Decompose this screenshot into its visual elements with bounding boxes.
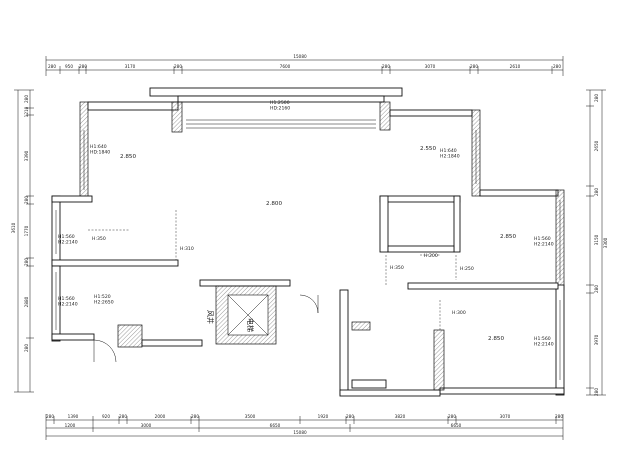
top-dim: 280 bbox=[470, 64, 478, 69]
top-dim: 280 bbox=[382, 64, 390, 69]
door-height-label: H:310 bbox=[180, 246, 194, 252]
level-mark: 2.550 bbox=[420, 146, 436, 152]
door-height-label: H:350 bbox=[92, 236, 106, 242]
bottom-dim: 3070 bbox=[500, 414, 511, 419]
bottom-dim: 3820 bbox=[395, 414, 406, 419]
door-labels: H:350 H:310 H:350 H:200 H:250 H:300 bbox=[92, 236, 474, 316]
doors bbox=[88, 210, 457, 363]
right-dim: 280 bbox=[594, 388, 599, 396]
bottom-dim: 280 bbox=[555, 414, 563, 419]
top-dim: 2610 bbox=[510, 64, 521, 69]
top-dim: 280 bbox=[553, 64, 561, 69]
left-dimension-chain: 3610 280 1210 3390 280 1770 280 2880 280 bbox=[11, 89, 34, 393]
door-height-label: H:300 bbox=[452, 310, 466, 316]
level-marks: 2.850 2.800 2.550 2.850 2.850 bbox=[120, 146, 516, 342]
bottom-dim: 1920 bbox=[318, 414, 329, 419]
right-total-dimension: 3300 bbox=[603, 237, 608, 248]
bottom-dim: 3500 bbox=[245, 414, 256, 419]
left-dim: 1210 bbox=[24, 106, 29, 117]
right-dim: 3970 bbox=[594, 334, 599, 345]
right-dim: 280 bbox=[594, 285, 599, 293]
left-dim: 3390 bbox=[24, 150, 29, 161]
bottom-total-dimension: 15080 bbox=[293, 430, 307, 435]
bottom-dim: 280 bbox=[46, 414, 54, 419]
bottom-dim: 280 bbox=[119, 414, 127, 419]
top-dim: 280 bbox=[48, 64, 56, 69]
right-dim: 3150 bbox=[594, 234, 599, 245]
door-height-label: H:350 bbox=[390, 265, 404, 271]
right-dim: 280 bbox=[594, 188, 599, 196]
top-dim: 7600 bbox=[280, 64, 291, 69]
room-labels: 电梯 风井 bbox=[206, 310, 255, 332]
left-dim: 280 bbox=[24, 196, 29, 204]
bottom-dim-row2: 6650 bbox=[451, 423, 462, 428]
bottom-dim: 280 bbox=[346, 414, 354, 419]
walls bbox=[51, 87, 565, 397]
bottom-dim: 920 bbox=[102, 414, 110, 419]
bottom-dim-row2: 1200 bbox=[65, 423, 76, 428]
door-height-label: H:200 bbox=[424, 253, 438, 259]
right-dim: 2650 bbox=[594, 140, 599, 151]
top-dim: 280 bbox=[79, 64, 87, 69]
right-dimension-chain: 3300 280 2650 280 3150 280 3970 280 bbox=[586, 89, 608, 396]
level-mark: 2.800 bbox=[266, 201, 282, 207]
top-dim: 3170 bbox=[125, 64, 136, 69]
shaft-label: 风井 bbox=[206, 310, 215, 324]
level-mark: 2.850 bbox=[488, 336, 504, 342]
door-height-label: H:250 bbox=[460, 266, 474, 272]
left-total-dimension: 3610 bbox=[11, 222, 16, 233]
right-dim: 280 bbox=[594, 94, 599, 102]
top-dimension-chain: 15080 280 950 280 3170 280 7600 280 3070… bbox=[45, 54, 564, 76]
top-dim: 3070 bbox=[425, 64, 436, 69]
level-mark: 2.850 bbox=[120, 154, 136, 160]
bottom-dim: 280 bbox=[191, 414, 199, 419]
left-dim: 1770 bbox=[24, 225, 29, 236]
top-total-dimension: 15080 bbox=[293, 54, 307, 59]
windows bbox=[55, 119, 561, 380]
elevator-label: 电梯 bbox=[246, 318, 255, 332]
bottom-dim: 1390 bbox=[68, 414, 79, 419]
level-mark: 2.850 bbox=[500, 234, 516, 240]
top-dim: 280 bbox=[174, 64, 182, 69]
left-dim: 280 bbox=[24, 258, 29, 266]
bottom-dim-row2: 6650 bbox=[270, 423, 281, 428]
left-dim: 280 bbox=[24, 95, 29, 103]
bottom-dimension-chain: 280 1390 920 280 2000 280 3500 1920 280 … bbox=[45, 414, 563, 440]
top-dim: 950 bbox=[65, 64, 73, 69]
bottom-dim: 280 bbox=[448, 414, 456, 419]
left-dim: 280 bbox=[24, 344, 29, 352]
left-dim: 2880 bbox=[24, 296, 29, 307]
bottom-dim-row2: 3000 bbox=[141, 423, 152, 428]
bottom-dim: 2000 bbox=[155, 414, 166, 419]
